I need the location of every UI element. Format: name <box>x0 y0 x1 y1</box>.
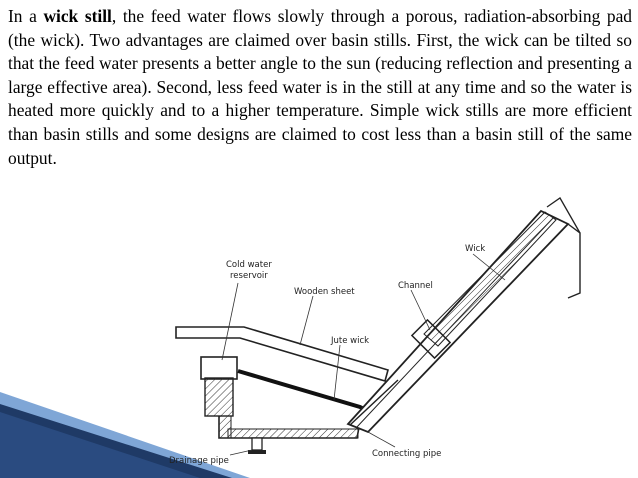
connecting-pipe <box>349 379 399 426</box>
drainage-pipe <box>248 437 266 454</box>
label-drainage-pipe: Drainage pipe <box>169 456 229 466</box>
body-text: , the feed water flows slowly through a … <box>8 6 632 168</box>
label-jute-wick: Jute wick <box>330 336 369 346</box>
right-support <box>546 197 581 299</box>
still-base <box>218 415 361 439</box>
label-wick: Wick <box>465 244 485 254</box>
wooden-sheet <box>175 326 389 382</box>
label-connecting-pipe: Connecting pipe <box>372 449 441 459</box>
body-paragraph: In a wick still, the feed water flows sl… <box>8 5 632 170</box>
intro-text: In a <box>8 6 44 26</box>
cold-water-reservoir <box>200 356 238 417</box>
label-wooden-sheet: Wooden sheet <box>294 287 355 297</box>
corner-swoosh-decoration <box>0 392 250 478</box>
channel <box>410 318 452 360</box>
label-channel: Channel <box>398 281 433 291</box>
label-cold-water: Cold water <box>226 260 272 270</box>
label-leaders <box>221 253 506 456</box>
term-wick-still: wick still <box>43 6 112 26</box>
jute-wick <box>237 369 373 415</box>
inclined-wick-panel <box>346 209 570 434</box>
label-reservoir: reservoir <box>230 271 268 281</box>
